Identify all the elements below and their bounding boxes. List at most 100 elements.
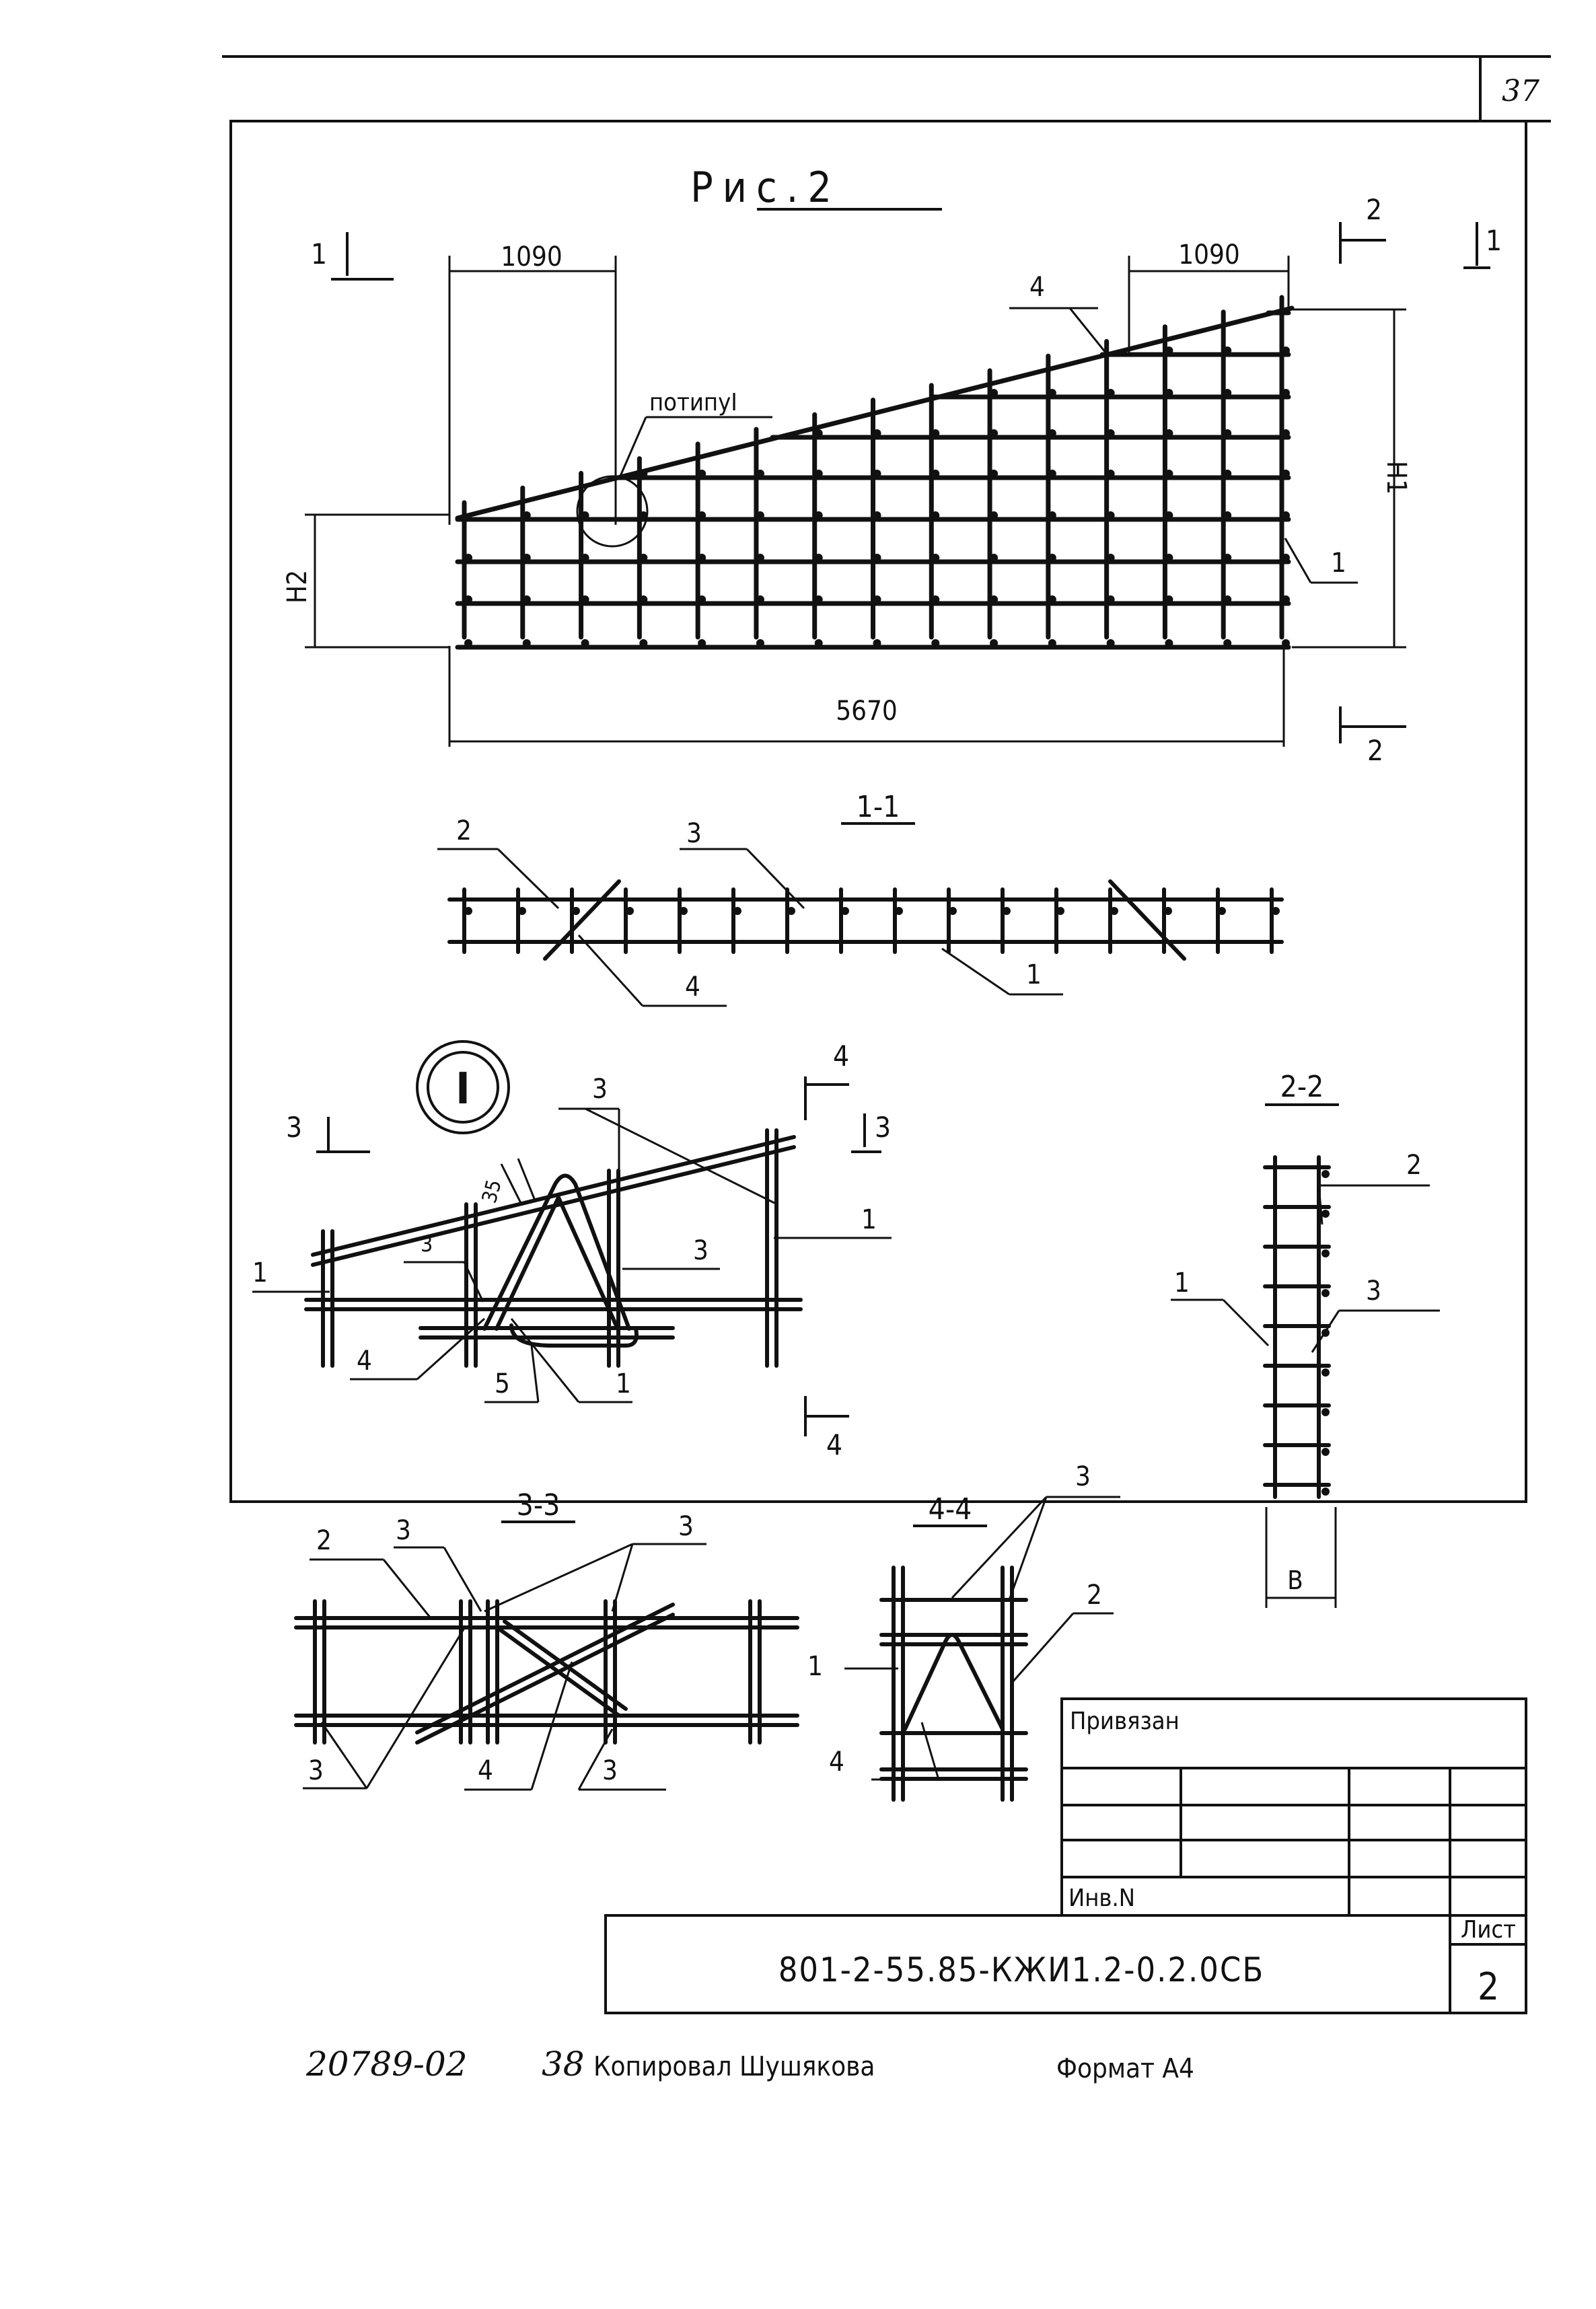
weld-point [1321, 1170, 1330, 1178]
pos-2-s33: 2 [316, 1525, 332, 1556]
weld-point [572, 907, 580, 915]
pos-4-s33: 4 [478, 1755, 493, 1786]
weld-point [733, 907, 741, 915]
weld-point [581, 511, 589, 519]
weld-point [1282, 346, 1290, 355]
weld-point [873, 470, 881, 478]
dim-top-left: 1090 [501, 242, 563, 272]
pos-3-s33-b: 3 [678, 1511, 694, 1542]
weld-point [1165, 639, 1173, 647]
title-block [604, 1697, 1527, 2014]
footer-copy-no: 38 [542, 2045, 585, 2084]
pos-3-s33-c: 3 [308, 1755, 324, 1786]
detail-I: I [252, 1039, 892, 1461]
sec-mark-1-left: 1 [311, 237, 327, 270]
pos-3-s33-d: 3 [602, 1755, 618, 1786]
stamp-privyazan: Привязан [1070, 1708, 1180, 1735]
weld-point [581, 554, 589, 562]
weld-point [931, 429, 940, 437]
weld-point [1165, 554, 1173, 562]
dim-35: 35 [478, 1177, 507, 1206]
sec-mark-4-top: 4 [833, 1039, 849, 1072]
weld-point [464, 639, 472, 647]
pos-1-main: 1 [1331, 548, 1346, 579]
section-2-2-title: 2-2 [1280, 1070, 1324, 1104]
weld-point [1106, 595, 1115, 603]
weld-point [990, 511, 999, 519]
pos-2-s44: 2 [1087, 1580, 1102, 1611]
sloped-bar [455, 305, 1295, 521]
dim-b-s22: B [1287, 1566, 1303, 1595]
pos-1-dI-right: 1 [861, 1204, 877, 1235]
weld-point [931, 639, 940, 647]
weld-point [1282, 554, 1290, 562]
weld-point [1282, 595, 1290, 603]
weld-point [1223, 639, 1232, 647]
footer-copied-by: Копировал Шушякова [593, 2051, 875, 2082]
section-2-2: 2-2 2 1 3 B [1171, 1070, 1440, 1608]
pos-1-s44: 1 [807, 1651, 823, 1682]
weld-point [873, 511, 881, 519]
weld-point [1048, 470, 1056, 478]
weld-point [1223, 554, 1232, 562]
weld-point [990, 389, 999, 397]
sec-mark-4-bottom: 4 [826, 1428, 842, 1461]
weld-point [756, 511, 764, 519]
weld-point [1321, 1368, 1330, 1377]
pos-1-dI-bottom: 1 [616, 1368, 631, 1399]
weld-point [1321, 1408, 1330, 1416]
footer-order-no: 20789-02 [305, 2045, 468, 2084]
pos-2-s22: 2 [1406, 1150, 1422, 1181]
weld-point [522, 511, 531, 519]
weld-point [1282, 389, 1290, 397]
weld-point [1223, 595, 1232, 603]
weld-point [1106, 429, 1115, 437]
pos-3-dI-a: 3 [592, 1074, 608, 1105]
weld-point [814, 595, 823, 603]
weld-point [1164, 907, 1172, 915]
weld-point [931, 511, 940, 519]
weld-point [756, 554, 764, 562]
weld-point [1106, 554, 1115, 562]
pos-4-s11: 4 [685, 972, 700, 1002]
weld-point [814, 511, 823, 519]
weld-point [949, 907, 957, 915]
pos-4-main: 4 [1029, 272, 1045, 303]
weld-point [698, 595, 706, 603]
weld-point [1321, 1448, 1330, 1456]
pos-1-dI-left: 1 [252, 1257, 268, 1288]
weld-point [1003, 907, 1011, 915]
detail-I-symbol: I [456, 1064, 470, 1114]
weld-point [639, 470, 648, 478]
weld-point [1110, 907, 1118, 915]
weld-point [464, 554, 472, 562]
stamp-inv-no: Инв.N [1068, 1884, 1135, 1912]
weld-point [698, 470, 706, 478]
pos-3-s33-a: 3 [396, 1515, 411, 1546]
stamp-designation: 801-2-55.85-КЖИ1.2-0.2.0СБ [778, 1950, 1264, 1989]
weld-point [1048, 511, 1056, 519]
weld-point [990, 554, 999, 562]
weld-point [1223, 389, 1232, 397]
dim-top-right: 1090 [1178, 240, 1240, 270]
weld-point [1106, 511, 1115, 519]
section-1-1-title: 1-1 [857, 790, 900, 824]
weld-point [814, 554, 823, 562]
weld-point [1048, 554, 1056, 562]
weld-point [698, 554, 706, 562]
weld-point [1223, 346, 1232, 355]
weld-point [1282, 639, 1290, 647]
weld-point [522, 639, 531, 647]
weld-point [1048, 639, 1056, 647]
diagonal-bar [543, 879, 621, 961]
pos-3-s11: 3 [686, 818, 702, 849]
weld-point [1048, 389, 1056, 397]
weld-point [522, 554, 531, 562]
sheet-frame [222, 55, 1551, 1503]
weld-point [873, 429, 881, 437]
footer-format: Формат А4 [1056, 2053, 1194, 2084]
weld-point [1165, 389, 1173, 397]
weld-point [522, 595, 531, 603]
weld-point [1165, 511, 1173, 519]
